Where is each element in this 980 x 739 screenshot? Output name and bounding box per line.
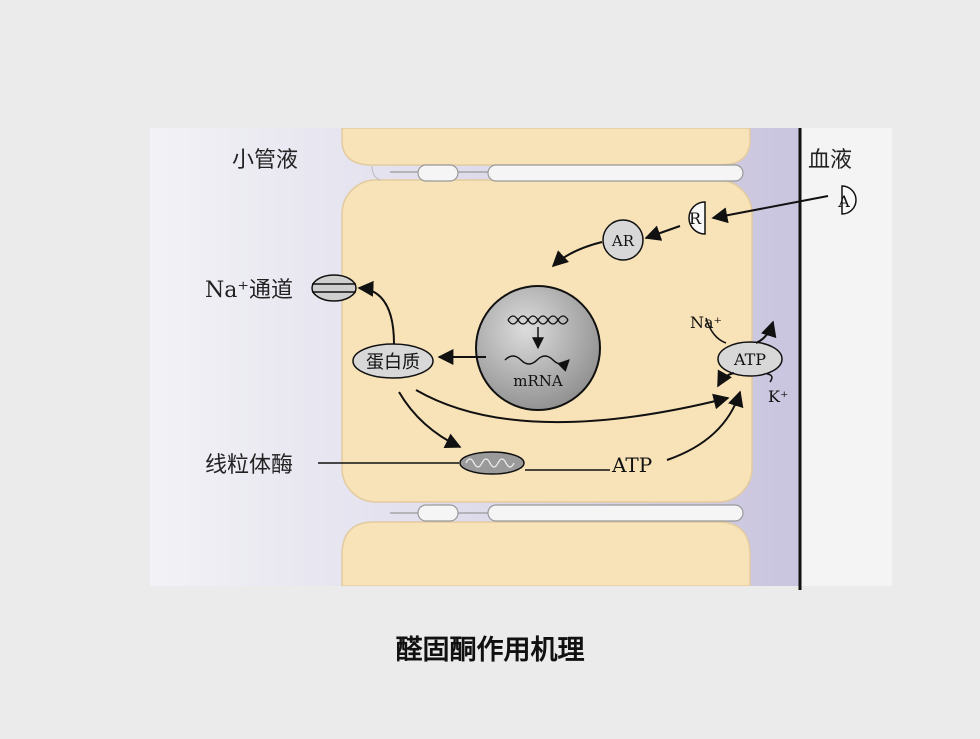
ar-complex: AR [602, 219, 644, 261]
label-mito-enzyme: 线粒体酶 [205, 453, 293, 478]
label-k-ion: K⁺ [768, 387, 788, 406]
label-na-channel: Na⁺通道 [205, 278, 293, 303]
arrow-ar-to-nucleus [551, 241, 603, 268]
aldosterone-molecule: A [837, 185, 857, 215]
arrow-protein-to-mito [398, 391, 462, 449]
label-atp-pump: ATP [733, 350, 766, 369]
arrow-atp-to-pump [666, 390, 744, 461]
mitochondrion-icon [459, 451, 525, 475]
protein-node: 蛋白质 [352, 343, 434, 379]
na-channel-icon [311, 274, 357, 302]
arrow-k-in [717, 369, 735, 388]
label-protein: 蛋白质 [366, 352, 420, 373]
nucleus: mRNA [475, 285, 601, 411]
mrna-strand-icon [504, 355, 570, 372]
lower-cell [341, 521, 751, 586]
receptor-r: R [688, 201, 706, 235]
arrow-protein-to-channel [357, 280, 395, 345]
arrow-protein-to-pump [415, 389, 730, 424]
figure-caption: 醛固酮作用机理 [395, 635, 585, 666]
arrow-na-out [755, 320, 777, 344]
upper-cell [341, 128, 751, 166]
arrow-r-to-ar [644, 225, 681, 241]
label-mrna: mRNA [513, 372, 563, 390]
tight-junction-bottom [390, 504, 744, 522]
na-ion-curve [705, 317, 727, 344]
label-tubular-fluid: 小管液 [232, 148, 298, 173]
label-na-ion: Na⁺ [690, 313, 722, 332]
k-ion-curve [766, 373, 773, 383]
label-blood: 血液 [808, 148, 852, 173]
label-receptor: R [689, 209, 702, 228]
arrow-a-to-r [711, 195, 829, 224]
label-ar: AR [611, 232, 635, 250]
tight-junction-top [371, 164, 744, 182]
na-k-pump: ATP [717, 341, 783, 377]
label-atp: ATP [611, 453, 652, 477]
label-aldosterone: A [837, 192, 850, 211]
